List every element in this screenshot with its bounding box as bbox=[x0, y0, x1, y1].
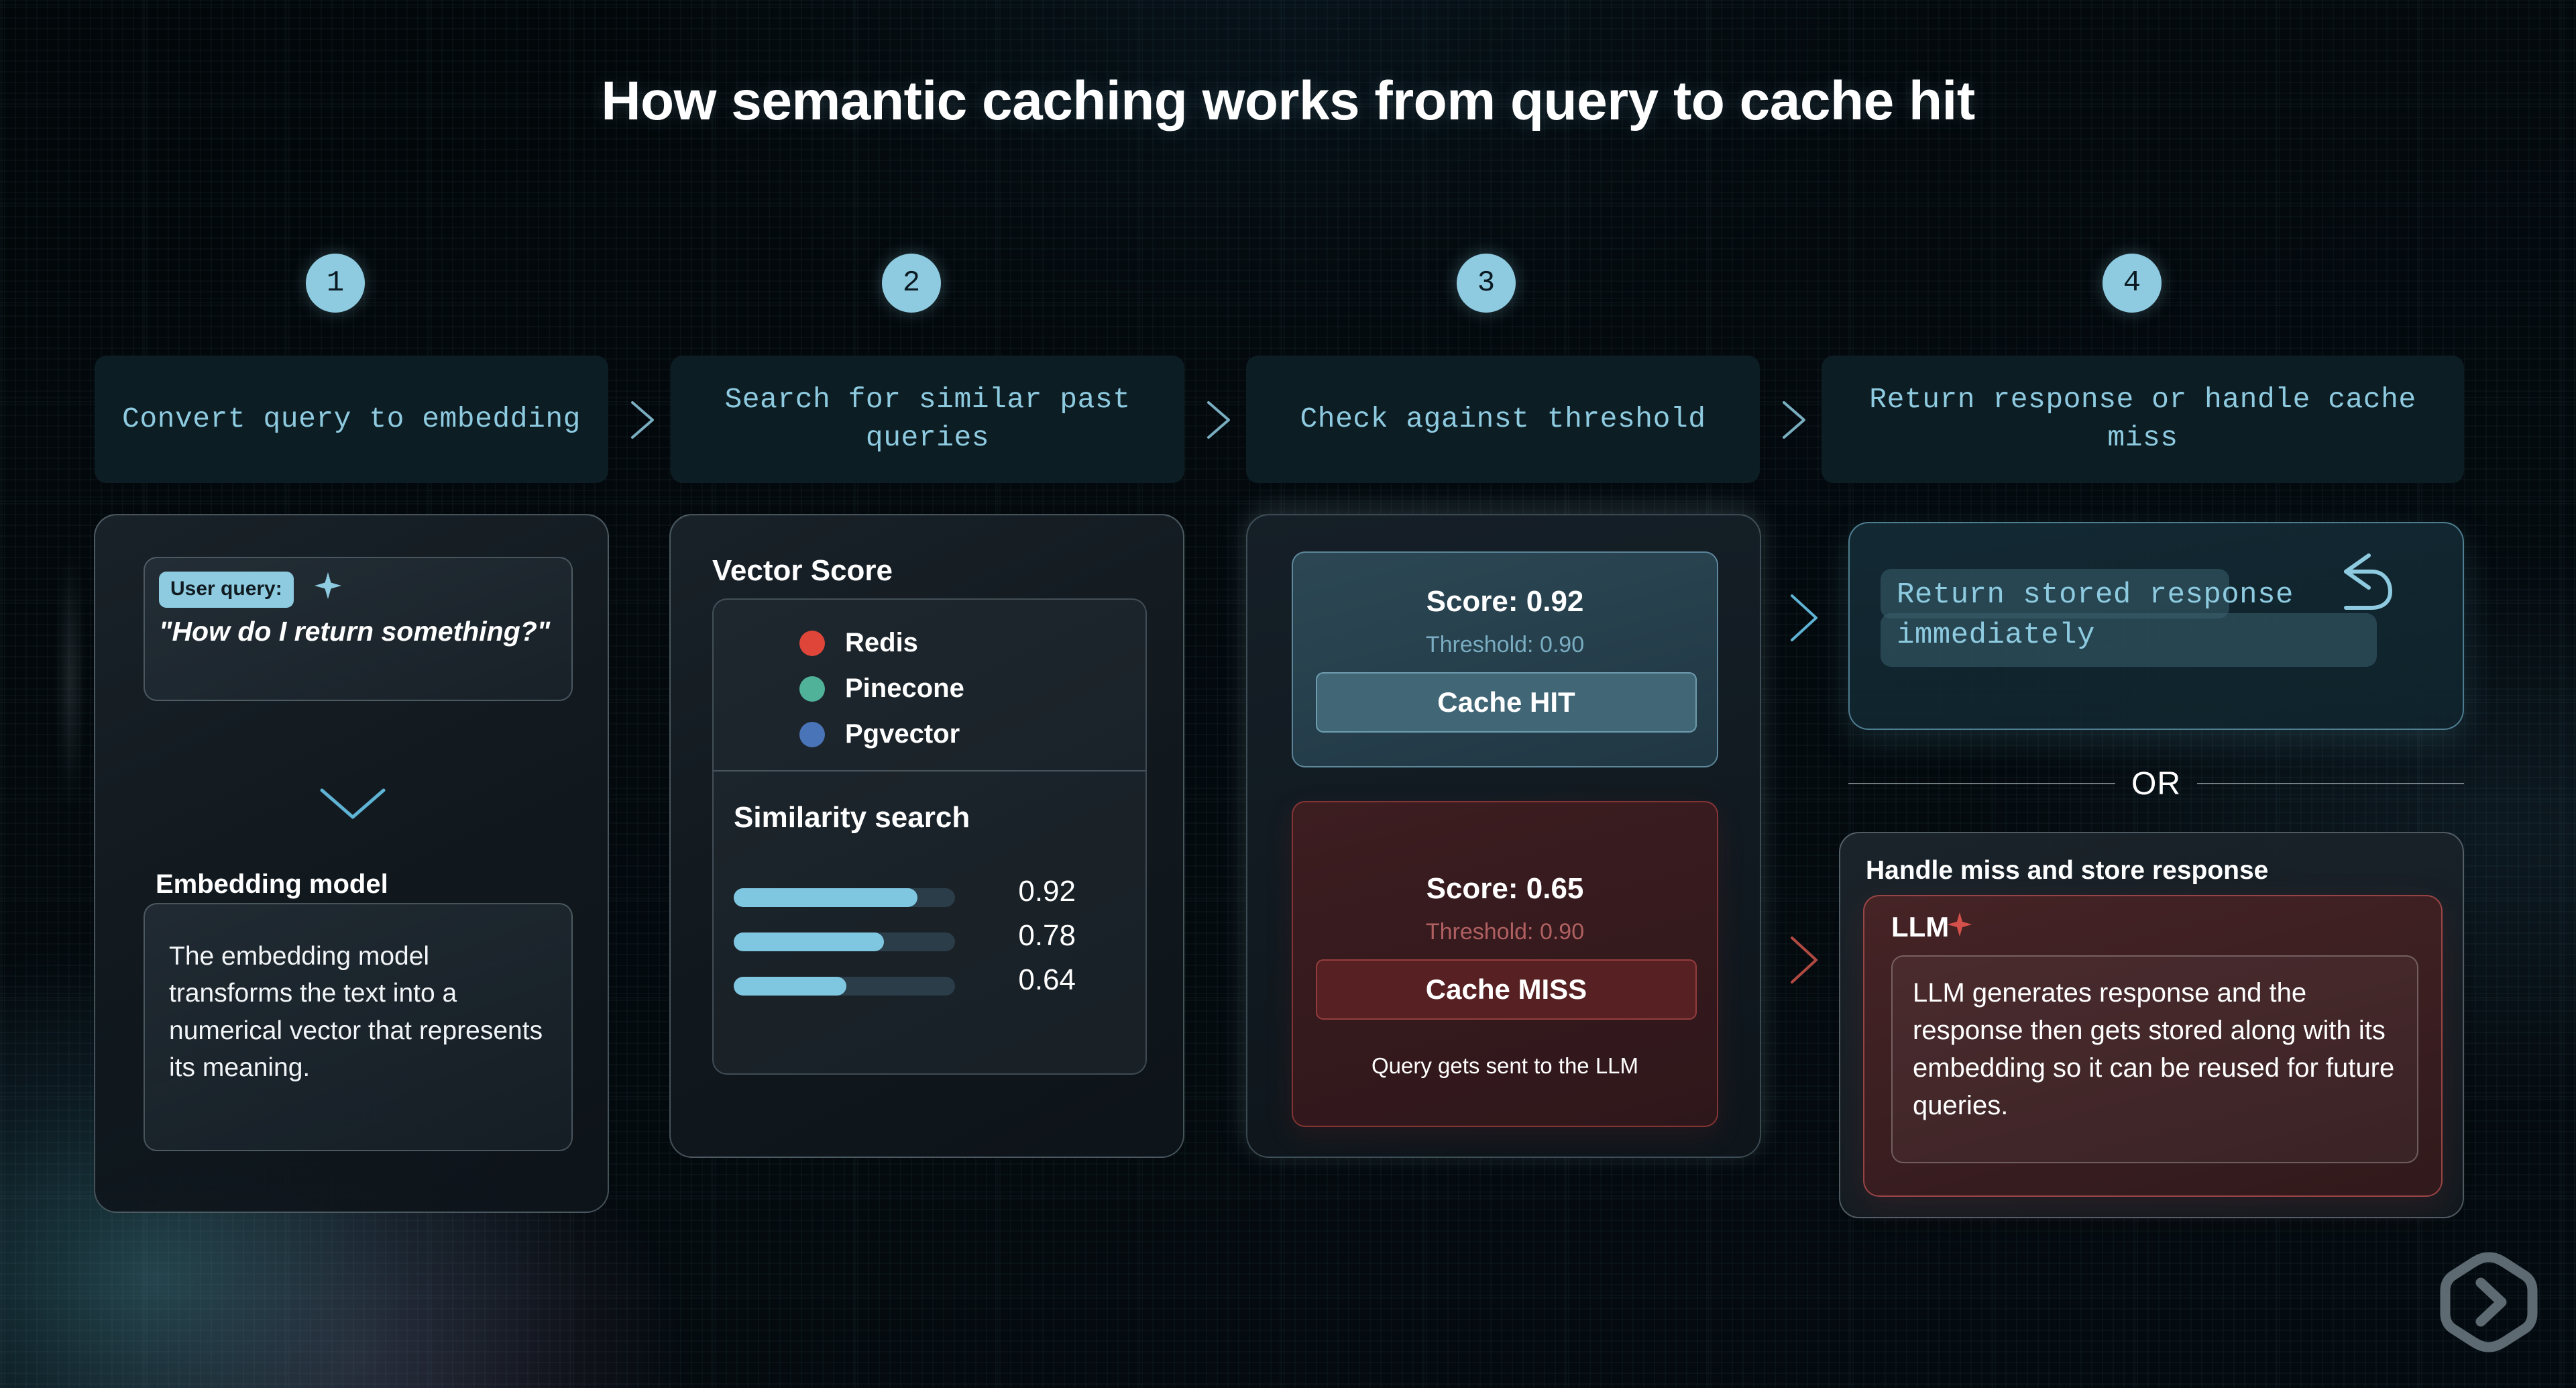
legend-dot-pinecone bbox=[799, 676, 825, 702]
card-vector-search: Vector Score Redis Pinecone Pgvector Sim… bbox=[669, 514, 1184, 1158]
step-badge-3: 3 bbox=[1457, 254, 1516, 313]
legend-dot-redis bbox=[799, 630, 825, 656]
step-pill-4[interactable]: Return response or handle cache miss bbox=[1822, 356, 2464, 483]
or-divider-line-left bbox=[1848, 783, 2115, 784]
miss-threshold-label: Threshold: 0.90 bbox=[1425, 919, 1585, 945]
return-stored-response-text: Return stored response immediately bbox=[1897, 578, 2294, 652]
llm-text-box bbox=[1891, 955, 2418, 1163]
flow-chevron-icon-miss bbox=[1791, 937, 1817, 983]
vector-panel-divider bbox=[714, 770, 1145, 771]
return-text-highlight-line1 bbox=[1881, 569, 2229, 619]
legend-dot-pgvector bbox=[799, 721, 825, 747]
llm-description-text: LLM generates response and the response … bbox=[1913, 978, 2395, 1120]
legend-item-pgvector: Pgvector bbox=[799, 719, 960, 749]
legend-item-pinecone: Pinecone bbox=[799, 674, 964, 704]
user-query-text: "How do I return something?" bbox=[159, 616, 551, 647]
similarity-bar-track-2 bbox=[734, 932, 955, 951]
similarity-value-2: 0.78 bbox=[1018, 919, 1076, 952]
sparkle-icon-llm bbox=[1947, 912, 1972, 937]
similarity-search-title: Similarity search bbox=[734, 801, 970, 834]
handle-miss-card: Handle miss and store response LLM LLM g… bbox=[1839, 832, 2464, 1218]
cache-hit-button[interactable]: Cache HIT bbox=[1316, 672, 1697, 733]
or-divider: OR bbox=[1848, 763, 2464, 804]
similarity-bar-track-1 bbox=[734, 888, 955, 907]
legend-label-pgvector: Pgvector bbox=[845, 719, 960, 749]
similarity-bar-fill-3 bbox=[734, 977, 847, 996]
step-pill-1[interactable]: Convert query to embedding bbox=[95, 356, 608, 483]
vector-score-title: Vector Score bbox=[712, 554, 893, 587]
return-text-highlight-line2 bbox=[1881, 613, 2377, 667]
cache-miss-box: Score: 0.65 Threshold: 0.90 Cache MISS Q… bbox=[1292, 801, 1718, 1127]
step-badge-4: 4 bbox=[2103, 254, 2162, 313]
or-divider-line-right bbox=[2197, 783, 2464, 784]
similarity-bar-fill-1 bbox=[734, 888, 917, 907]
cache-miss-note: Query gets sent to the LLM bbox=[1371, 1053, 1639, 1078]
llm-panel: LLM LLM generates response and the respo… bbox=[1863, 895, 2443, 1197]
legend-label-redis: Redis bbox=[845, 628, 918, 657]
hit-score-label: Score: 0.92 bbox=[1426, 585, 1584, 618]
embedding-model-title: Embedding model bbox=[156, 869, 388, 899]
step-pill-2[interactable]: Search for similar past queries bbox=[671, 356, 1184, 483]
handle-miss-title: Handle miss and store response bbox=[1866, 856, 2269, 885]
step-pill-3[interactable]: Check against threshold bbox=[1246, 356, 1760, 483]
user-query-badge: User query: bbox=[159, 572, 294, 608]
hexagon-chevron-logo-icon[interactable] bbox=[2432, 1245, 2546, 1359]
similarity-bar-fill-2 bbox=[734, 932, 885, 951]
cache-hit-box: Score: 0.92 Threshold: 0.90 Cache HIT bbox=[1292, 551, 1718, 767]
cache-miss-button[interactable]: Cache MISS bbox=[1316, 959, 1697, 1020]
vector-score-panel: Redis Pinecone Pgvector Similarity searc… bbox=[712, 598, 1147, 1075]
or-divider-label: OR bbox=[2131, 765, 2181, 802]
card-threshold-check: Score: 0.92 Threshold: 0.90 Cache HIT Sc… bbox=[1246, 514, 1761, 1158]
hit-threshold-label: Threshold: 0.90 bbox=[1425, 632, 1585, 657]
similarity-value-3: 0.64 bbox=[1018, 963, 1076, 996]
similarity-value-1: 0.92 bbox=[1018, 875, 1076, 908]
legend-label-pinecone: Pinecone bbox=[845, 674, 964, 703]
step-chevron-icon-2 bbox=[1207, 401, 1230, 439]
step-chevron-icon-3 bbox=[1783, 401, 1805, 439]
legend-item-redis: Redis bbox=[799, 628, 918, 658]
step-badge-1: 1 bbox=[306, 254, 365, 313]
llm-label: LLM bbox=[1891, 911, 1950, 943]
flow-chevron-icon-hit bbox=[1791, 594, 1817, 641]
step-chevron-icon-1 bbox=[631, 401, 654, 439]
similarity-bar-track-3 bbox=[734, 977, 955, 996]
sparkle-icon bbox=[315, 572, 341, 599]
embedding-model-box bbox=[144, 903, 573, 1151]
page-title: How semantic caching works from query to… bbox=[601, 70, 1975, 131]
flow-down-chevron-icon bbox=[320, 788, 386, 819]
miss-score-label: Score: 0.65 bbox=[1426, 872, 1584, 905]
embedding-model-body: The embedding model transforms the text … bbox=[169, 942, 543, 1083]
card-convert-query: User query: "How do I return something?"… bbox=[94, 514, 609, 1213]
undo-arrow-icon[interactable] bbox=[2307, 530, 2401, 617]
return-stored-response-card: Return stored response immediately bbox=[1848, 522, 2464, 730]
step-badge-2: 2 bbox=[882, 254, 941, 313]
